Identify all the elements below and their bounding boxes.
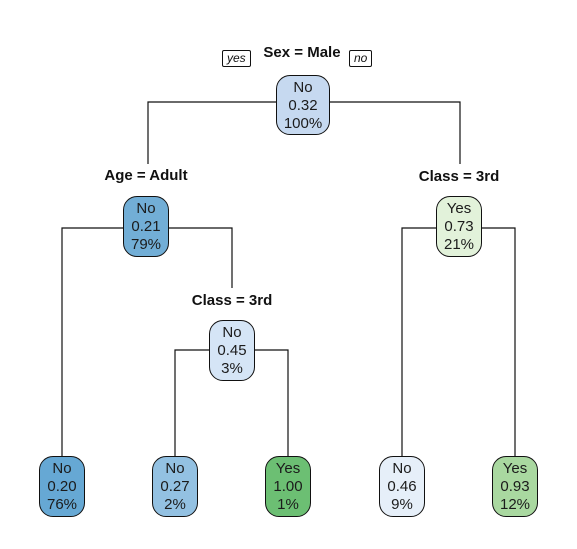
tree-leaf-3: Yes 1.00 1% bbox=[265, 456, 311, 517]
node-percent: 79% bbox=[130, 236, 162, 253]
node-percent: 1% bbox=[277, 496, 299, 513]
node-class: Yes bbox=[446, 200, 472, 217]
node-class: No bbox=[136, 200, 156, 217]
node-class: No bbox=[392, 460, 412, 477]
edge-class-right-to-leaf-4 bbox=[401, 227, 436, 456]
tree-node-class-right: Yes 0.73 21% bbox=[436, 196, 482, 257]
node-probability: 0.73 bbox=[444, 218, 474, 235]
split-label-class-right: Class = 3rd bbox=[418, 168, 500, 185]
edge-root-to-age bbox=[147, 101, 276, 164]
node-percent: 2% bbox=[164, 496, 186, 513]
split-label-root: Sex = Male bbox=[263, 44, 341, 61]
node-probability: 0.20 bbox=[47, 478, 77, 495]
node-probability: 0.45 bbox=[217, 342, 247, 359]
edge-root-to-class-right bbox=[330, 101, 461, 164]
node-class: No bbox=[293, 79, 313, 96]
node-probability: 0.46 bbox=[387, 478, 417, 495]
tree-leaf-1: No 0.20 76% bbox=[39, 456, 85, 517]
yes-direction-label: yes bbox=[222, 50, 251, 67]
tree-leaf-4: No 0.46 9% bbox=[379, 456, 425, 517]
node-class: Yes bbox=[502, 460, 528, 477]
node-percent: 9% bbox=[391, 496, 413, 513]
node-probability: 0.21 bbox=[131, 218, 161, 235]
no-direction-label: no bbox=[349, 50, 373, 67]
tree-node-class-left: No 0.45 3% bbox=[209, 320, 255, 381]
node-percent: 3% bbox=[221, 360, 243, 377]
node-class: Yes bbox=[275, 460, 301, 477]
edge-class-right-to-leaf-5 bbox=[482, 227, 516, 456]
node-class: No bbox=[222, 324, 242, 341]
node-probability: 0.93 bbox=[500, 478, 530, 495]
tree-node-age-adult: No 0.21 79% bbox=[123, 196, 169, 257]
node-percent: 21% bbox=[443, 236, 475, 253]
node-probability: 0.32 bbox=[288, 97, 318, 114]
split-label-class-left: Class = 3rd bbox=[191, 292, 273, 309]
tree-leaf-2: No 0.27 2% bbox=[152, 456, 198, 517]
edge-age-to-leaf-1 bbox=[61, 227, 123, 456]
node-percent: 100% bbox=[283, 115, 323, 132]
node-class: No bbox=[165, 460, 185, 477]
node-class: No bbox=[52, 460, 72, 477]
edge-age-to-class-left bbox=[169, 227, 233, 288]
node-percent: 12% bbox=[499, 496, 531, 513]
edge-class-left-to-leaf-3 bbox=[255, 349, 289, 456]
split-label-age: Age = Adult bbox=[104, 167, 188, 184]
node-probability: 1.00 bbox=[273, 478, 303, 495]
tree-node-root: No 0.32 100% bbox=[276, 75, 330, 135]
node-percent: 76% bbox=[46, 496, 78, 513]
tree-leaf-5: Yes 0.93 12% bbox=[492, 456, 538, 517]
edge-class-left-to-leaf-2 bbox=[174, 349, 209, 456]
node-probability: 0.27 bbox=[160, 478, 190, 495]
